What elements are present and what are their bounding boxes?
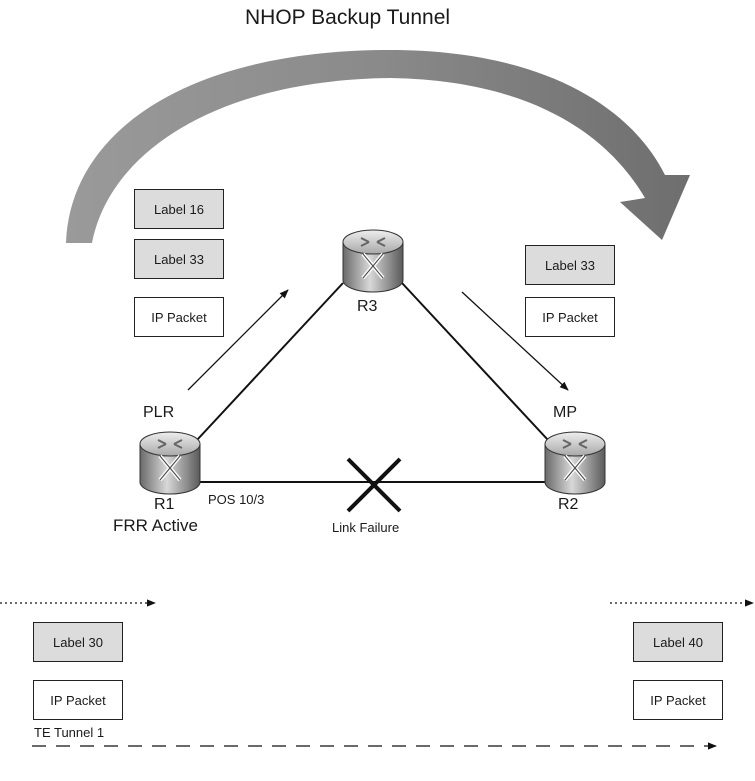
router-icon xyxy=(544,431,606,495)
link-r3-r2 xyxy=(401,282,549,441)
router-icon xyxy=(342,229,404,293)
te-tunnel-label: TE Tunnel 1 xyxy=(34,725,105,740)
diagram-title: NHOP Backup Tunnel xyxy=(245,6,451,29)
link-r1-r3 xyxy=(196,282,344,441)
label-box: Label 16 xyxy=(134,189,224,229)
r1-status-label: FRR Active xyxy=(113,516,199,535)
r2-name-label: R2 xyxy=(558,496,579,513)
link-failure-x-icon xyxy=(346,457,402,513)
ip-packet-box: IP Packet xyxy=(33,680,123,720)
router-icon xyxy=(139,431,201,495)
ip-packet-box: IP Packet xyxy=(633,680,723,720)
backup-tunnel-arrow xyxy=(66,50,690,243)
label-box: Label 30 xyxy=(33,622,123,662)
ip-packet-box: IP Packet xyxy=(134,297,224,337)
interface-label: POS 10/3 xyxy=(208,492,265,507)
label-box: Label 40 xyxy=(633,622,723,662)
r2-role-label: MP xyxy=(553,404,577,421)
r3-name-label: R3 xyxy=(357,298,378,315)
r1-name-label: R1 xyxy=(154,496,175,513)
link-failure-label: Link Failure xyxy=(332,520,400,535)
arrow-r3-to-r2 xyxy=(461,291,569,391)
arrow-r1-to-r3 xyxy=(187,289,289,391)
label-box: Label 33 xyxy=(525,245,615,285)
r1-role-label: PLR xyxy=(143,404,175,421)
ip-packet-box: IP Packet xyxy=(525,297,615,337)
label-box: Label 33 xyxy=(134,239,224,279)
